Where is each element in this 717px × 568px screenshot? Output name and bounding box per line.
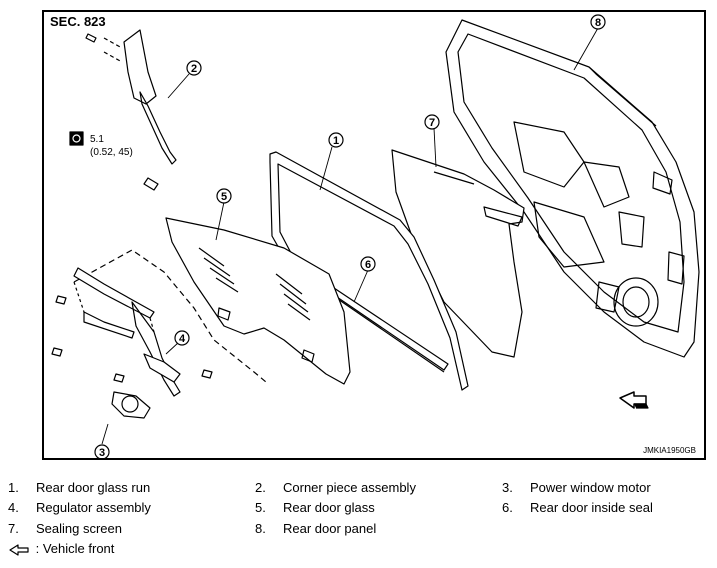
vehicle-front-arrow-icon [9, 543, 29, 556]
callout-circle [174, 330, 190, 346]
rear-door-glass [165, 217, 351, 385]
legend-num: 1. [8, 480, 19, 495]
legend-num: 8. [255, 521, 266, 536]
callout-circle [216, 188, 232, 204]
vehicle-front-note: : Vehicle front [8, 541, 114, 556]
legend-num: 5. [255, 500, 266, 515]
callout-3: 3 [94, 444, 110, 458]
legend-item-5: 5. Rear door glass [255, 500, 485, 516]
legend-label: Rear door inside seal [530, 500, 653, 515]
image-code: JMKIA1950GB [643, 446, 696, 455]
callout-circle [94, 444, 110, 458]
legend-num: 4. [8, 500, 19, 515]
legend-label: Power window motor [530, 480, 651, 495]
callout-number: 8 [595, 17, 601, 29]
legend-item-6: 6. Rear door inside seal [502, 500, 712, 516]
callout-number: 1 [333, 135, 339, 147]
callout-6: 6 [360, 256, 376, 272]
callout-circle [360, 256, 376, 272]
rear-door-panel [445, 19, 700, 358]
legend-label: Rear door glass [283, 500, 375, 515]
legend-item-7: 7. Sealing screen [8, 521, 238, 537]
legend-item-8: 8. Rear door panel [255, 521, 485, 537]
callout-number: 7 [429, 117, 435, 129]
legend-label: Rear door glass run [36, 480, 151, 495]
callout-number: 3 [99, 447, 105, 458]
callout-7: 7 [424, 114, 440, 130]
legend-item-1: 1. Rear door glass run [8, 480, 238, 496]
torque-wrench-icon [69, 131, 84, 146]
callout-1: 1 [328, 132, 344, 148]
torque-spec: 5.1 (0.52, 45) [90, 133, 133, 159]
callout-5: 5 [216, 188, 232, 204]
callout-2: 2 [186, 60, 202, 76]
regulator-assembly [51, 249, 267, 419]
callout-circle [186, 60, 202, 76]
legend-num: 6. [502, 500, 513, 515]
section-label: SEC. 823 [50, 14, 106, 29]
legend-num: 3. [502, 480, 513, 495]
callout-circle [328, 132, 344, 148]
callout-4: 4 [174, 330, 190, 346]
vehicle-front-arrow-icon [619, 391, 649, 409]
legend-label: Sealing screen [36, 521, 122, 536]
exploded-diagram: 1 2 3 4 5 6 7 8 SEC. 823 5.1 (0.52, 45) JMKIA19… [42, 10, 706, 460]
callout-8: 8 [590, 14, 606, 30]
legend-num: 7. [8, 521, 19, 536]
legend-num: 2. [255, 480, 266, 495]
callout-number: 2 [191, 63, 197, 75]
legend-item-4: 4. Regulator assembly [8, 500, 238, 516]
diagram-drawing: 1 2 3 4 5 6 7 8 [51, 14, 700, 458]
torque-alt: (0.52, 45) [90, 147, 133, 158]
callout-number: 6 [365, 259, 371, 271]
corner-piece-assembly [85, 29, 177, 191]
callout-number: 5 [221, 191, 227, 203]
torque-value: 5.1 [90, 134, 104, 145]
vehicle-front-label: : Vehicle front [35, 541, 115, 556]
callout-circle [590, 14, 606, 30]
legend-label: Corner piece assembly [283, 480, 416, 495]
legend-label: Rear door panel [283, 521, 377, 536]
legend-item-2: 2. Corner piece assembly [255, 480, 485, 496]
legend-label: Regulator assembly [36, 500, 151, 515]
callout-circle [424, 114, 440, 130]
callout-number: 4 [179, 333, 186, 345]
callouts: 1 2 3 4 5 6 7 8 [94, 14, 606, 458]
leader-lines [101, 27, 599, 445]
legend-item-3: 3. Power window motor [502, 480, 712, 496]
